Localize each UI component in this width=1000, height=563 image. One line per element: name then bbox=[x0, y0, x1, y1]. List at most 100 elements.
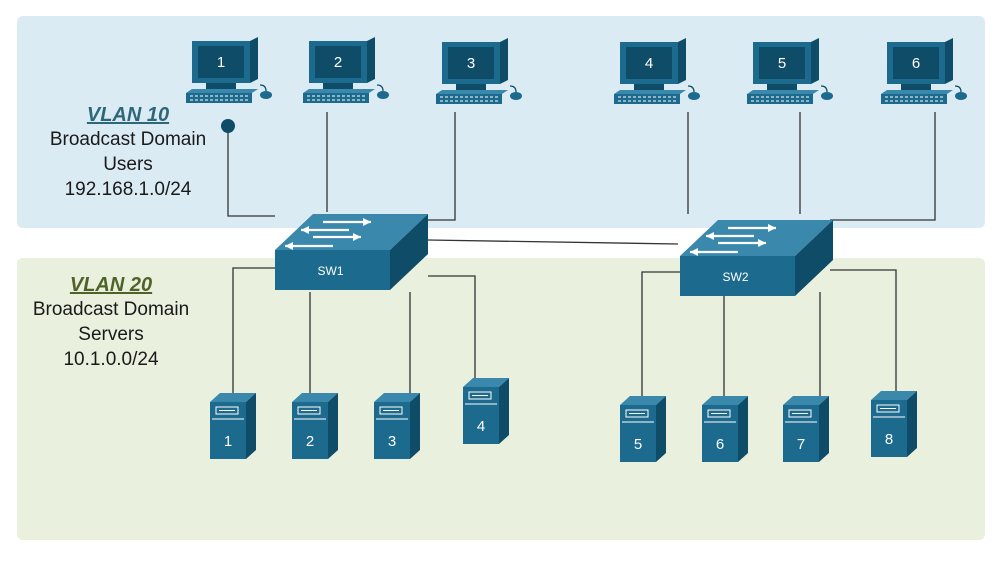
server-label: 5 bbox=[634, 436, 642, 453]
mouse-cable bbox=[954, 85, 962, 93]
monitor-screen bbox=[315, 46, 361, 78]
server-label: 7 bbox=[797, 436, 805, 453]
vlan20-subnet: 10.1.0.0/24 bbox=[63, 349, 159, 370]
server-drive-bay bbox=[379, 406, 403, 415]
switch-arrow-head bbox=[301, 226, 309, 234]
link-15 bbox=[830, 269, 897, 397]
mouse bbox=[510, 92, 522, 100]
switch-top-face bbox=[680, 220, 833, 256]
keyboard-top bbox=[436, 90, 508, 94]
monitor-side bbox=[500, 38, 508, 84]
server-6: 6 bbox=[702, 396, 748, 462]
vlan10-title: VLAN 10 bbox=[86, 104, 170, 126]
mouse-cable bbox=[820, 85, 828, 93]
server-label: 3 bbox=[388, 433, 396, 450]
server-top bbox=[210, 393, 256, 402]
pc-1: 1 bbox=[186, 37, 272, 103]
switch-arrow-head bbox=[285, 242, 293, 250]
pc-3: 3 bbox=[436, 38, 522, 104]
server-7: 7 bbox=[783, 396, 829, 462]
monitor-stand bbox=[323, 83, 353, 89]
monitor-side bbox=[678, 38, 686, 84]
keyboard-front bbox=[303, 93, 369, 103]
server-label: 8 bbox=[885, 431, 893, 448]
keyboard-front bbox=[614, 94, 680, 104]
server-top bbox=[374, 393, 420, 402]
switch-side-face bbox=[795, 220, 833, 296]
keyboard-top bbox=[303, 89, 375, 93]
server-drive-bay bbox=[297, 406, 321, 415]
link-7 bbox=[830, 112, 936, 221]
keyboard-front bbox=[186, 93, 252, 103]
vlan10-line2: Users bbox=[103, 154, 153, 175]
switch-sw2: SW2 bbox=[680, 220, 833, 296]
monitor-stand bbox=[634, 84, 664, 90]
mouse bbox=[821, 92, 833, 100]
server-3: 3 bbox=[374, 393, 420, 459]
switch-sw1: SW1 bbox=[275, 214, 428, 290]
server-2: 2 bbox=[292, 393, 338, 459]
monitor-screen bbox=[448, 47, 494, 79]
mouse bbox=[377, 91, 389, 99]
monitor-screen bbox=[893, 47, 939, 79]
pc-label: 4 bbox=[645, 55, 653, 72]
keyboard-front bbox=[881, 94, 947, 104]
monitor-screen bbox=[626, 47, 672, 79]
server-drive-bay bbox=[468, 391, 492, 400]
server-label: 2 bbox=[306, 433, 314, 450]
monitor-screen bbox=[759, 47, 805, 79]
switch-arrow-head bbox=[758, 239, 766, 247]
vlan20-title: VLAN 20 bbox=[69, 274, 153, 296]
link-endpoint-dot bbox=[221, 119, 235, 133]
keyboard-top bbox=[747, 90, 819, 94]
monitor-stand bbox=[456, 84, 486, 90]
vlan10-label: VLAN 10 Broadcast Domain Users 192.168.1… bbox=[18, 104, 238, 202]
server-top bbox=[871, 391, 917, 400]
link-4 bbox=[427, 239, 679, 245]
keyboard-front bbox=[747, 94, 813, 104]
keyboard-top bbox=[881, 90, 953, 94]
vlan10-zone bbox=[17, 16, 985, 228]
mouse-cable bbox=[259, 84, 267, 92]
vlan10-line1: Broadcast Domain bbox=[49, 129, 207, 150]
keyboard-top bbox=[186, 89, 258, 93]
switch-label: SW2 bbox=[722, 270, 748, 284]
server-top bbox=[620, 396, 666, 405]
monitor-side bbox=[250, 37, 258, 83]
monitor-side bbox=[367, 37, 375, 83]
mouse bbox=[260, 91, 272, 99]
server-4: 4 bbox=[463, 378, 509, 444]
mouse-cable bbox=[687, 85, 695, 93]
switch-label: SW1 bbox=[317, 264, 343, 278]
monitor-side bbox=[811, 38, 819, 84]
server-drive-bay bbox=[625, 409, 649, 418]
link-3 bbox=[428, 112, 456, 221]
server-1: 1 bbox=[210, 393, 256, 459]
server-side bbox=[907, 391, 917, 457]
vlan20-line1: Broadcast Domain bbox=[32, 299, 190, 320]
switch-arrow-head bbox=[768, 224, 776, 232]
switch-front-face bbox=[275, 250, 390, 290]
switch-arrow-head bbox=[706, 232, 714, 240]
server-side bbox=[656, 396, 666, 462]
server-drive-bay bbox=[876, 404, 900, 413]
vlan20-line2: Servers bbox=[78, 324, 144, 345]
server-side bbox=[819, 396, 829, 462]
switch-arrow-head bbox=[690, 248, 698, 256]
switch-arrow-head bbox=[363, 218, 371, 226]
pc-label: 6 bbox=[912, 55, 920, 72]
link-layer bbox=[221, 112, 936, 403]
server-side bbox=[328, 393, 338, 459]
server-top bbox=[702, 396, 748, 405]
pc-6: 6 bbox=[881, 38, 967, 104]
vlan20-label: VLAN 20 Broadcast Domain Servers 10.1.0.… bbox=[0, 274, 222, 372]
server-drive-bay bbox=[707, 409, 731, 418]
link-1 bbox=[227, 128, 275, 217]
link-12 bbox=[641, 271, 680, 403]
pc-4: 4 bbox=[614, 38, 700, 104]
monitor-stand bbox=[767, 84, 797, 90]
switch-front-face bbox=[680, 256, 795, 296]
pc-label: 3 bbox=[467, 55, 475, 72]
